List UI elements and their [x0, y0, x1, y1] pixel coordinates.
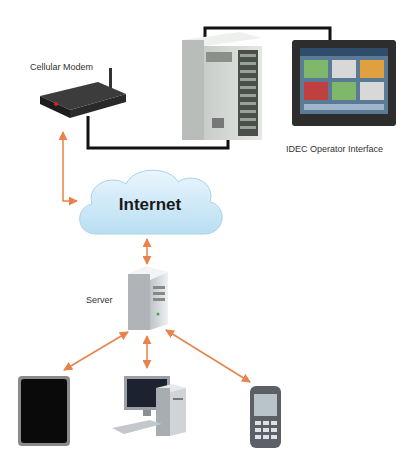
internet-cloud: Internet: [74, 164, 226, 238]
operator-interface-node: IDEC Operator Interface: [284, 34, 409, 158]
server-icon: [128, 266, 168, 330]
node-label: Cellular Modem: [30, 62, 93, 73]
modem-node: Cellular Modem: [28, 62, 128, 124]
hmi-icon: [292, 40, 396, 126]
connection-arrow: [64, 330, 250, 382]
server-node: Server: [84, 264, 172, 334]
connection-arrow: [63, 132, 77, 201]
cloud-label: Internet: [74, 164, 226, 238]
connection-arrow: [146, 239, 148, 264]
desktop-icon: [112, 376, 186, 436]
phone-icon: [250, 386, 281, 448]
node-label: Server: [86, 295, 113, 306]
modem-icon: [40, 68, 126, 118]
node-label: IDEC Operator Interface: [286, 144, 383, 155]
plc-icon: [182, 32, 262, 140]
tablet-icon: [18, 376, 70, 446]
